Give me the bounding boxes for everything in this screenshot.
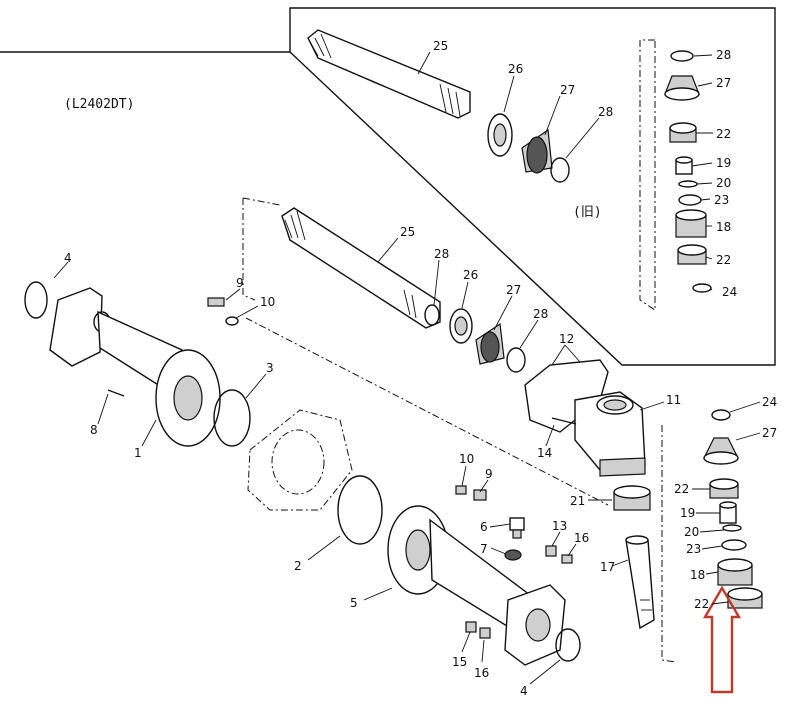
inset-circlip-28 [550,157,570,183]
callout-m28b: 28 [533,307,548,321]
bolt-15-16 [465,621,491,639]
main-gear-27 [475,322,505,365]
callout-5: 5 [350,596,358,610]
callout-m10b: 10 [459,452,474,466]
main-bearing-26 [449,308,473,344]
callout-26: 26 [508,62,523,76]
inset-callouts: 25 26 27 28 28 27 22 19 20 23 18 22 24 [417,39,737,299]
callout-15: 15 [452,655,467,669]
callout-23: 23 [714,193,729,207]
callout-25: 25 [433,39,448,53]
axle-housing-1 [49,287,221,447]
callout-19: 19 [716,156,731,170]
callout-m22a: 22 [674,482,689,496]
pinion-shaft-17 [625,535,655,630]
bevel-housing-11 [574,391,646,477]
pin-14 [551,417,577,425]
gasket-2 [337,475,383,545]
callout-21: 21 [570,494,585,508]
callout-m18: 18 [690,568,705,582]
callout-m16a: 16 [574,531,589,545]
bolt-13-16 [545,545,573,564]
callout-17: 17 [600,560,615,574]
variant-label: (旧) [573,205,602,220]
oring-4b [555,628,581,662]
main-shaft-25 [281,207,441,329]
callout-28b: 28 [716,48,731,62]
inset-shaft-25 [307,29,471,119]
axle-housing-5 [387,505,566,666]
callout-18: 18 [716,220,731,234]
callout-m23: 23 [686,542,701,556]
center-casing-outline [247,409,353,511]
oring-3 [213,389,251,447]
callout-m16b: 16 [474,666,489,680]
model-label: (L2402DT) [64,97,134,112]
callout-m10a: 10 [260,295,275,309]
callout-m4a: 4 [64,251,72,265]
callout-20: 20 [716,176,731,190]
bolt-9-10-top [207,297,239,326]
bearing-21 [613,485,651,511]
callout-27b: 27 [716,76,731,90]
right-stack [703,409,763,609]
callout-28: 28 [598,105,613,119]
callout-m19: 19 [680,506,695,520]
callout-m4b: 4 [520,684,528,698]
callout-24: 24 [722,285,737,299]
inset-stack [664,50,712,293]
inset-stack-bracket [639,39,656,311]
callout-m9a: 9 [236,276,244,290]
oring-4a [24,281,48,319]
washer-7 [504,549,522,561]
callout-3: 3 [266,361,274,375]
shaft-dashed-guide [242,198,256,301]
callout-7: 7 [480,542,488,556]
callout-m26: 26 [463,268,478,282]
hardware-9-10 [455,485,487,501]
main-circlip-28b [506,347,526,373]
callout-22a: 22 [716,127,731,141]
callout-2: 2 [294,559,302,573]
plug-6 [509,517,525,539]
inset-bearing-26 [487,113,513,157]
callout-22b: 22 [716,253,731,267]
callout-m28a: 28 [434,247,449,261]
callout-m27b: 27 [762,426,777,440]
callout-11: 11 [666,393,681,407]
pinion-dashed-guide [661,425,677,663]
callout-m9b: 9 [485,467,493,481]
callout-13: 13 [552,519,567,533]
callout-m22b: 22 [694,597,709,611]
callout-m25: 25 [400,225,415,239]
callout-8: 8 [90,423,98,437]
highlight-arrow [702,585,742,694]
gasket-12 [524,359,609,433]
pin-8 [107,389,125,397]
inset-frame [289,7,776,366]
callout-m20: 20 [684,525,699,539]
callout-1: 1 [134,446,142,460]
callout-14: 14 [537,446,552,460]
callout-m27: 27 [506,283,521,297]
callout-6: 6 [480,520,488,534]
main-callouts: 25 28 26 27 28 12 11 14 21 17 24 27 22 1… [53,225,777,698]
callout-27: 27 [560,83,575,97]
main-circlip-28a [424,304,440,326]
callout-m24: 24 [762,395,777,409]
callout-12: 12 [559,332,574,346]
inset-gear-27 [521,128,553,174]
